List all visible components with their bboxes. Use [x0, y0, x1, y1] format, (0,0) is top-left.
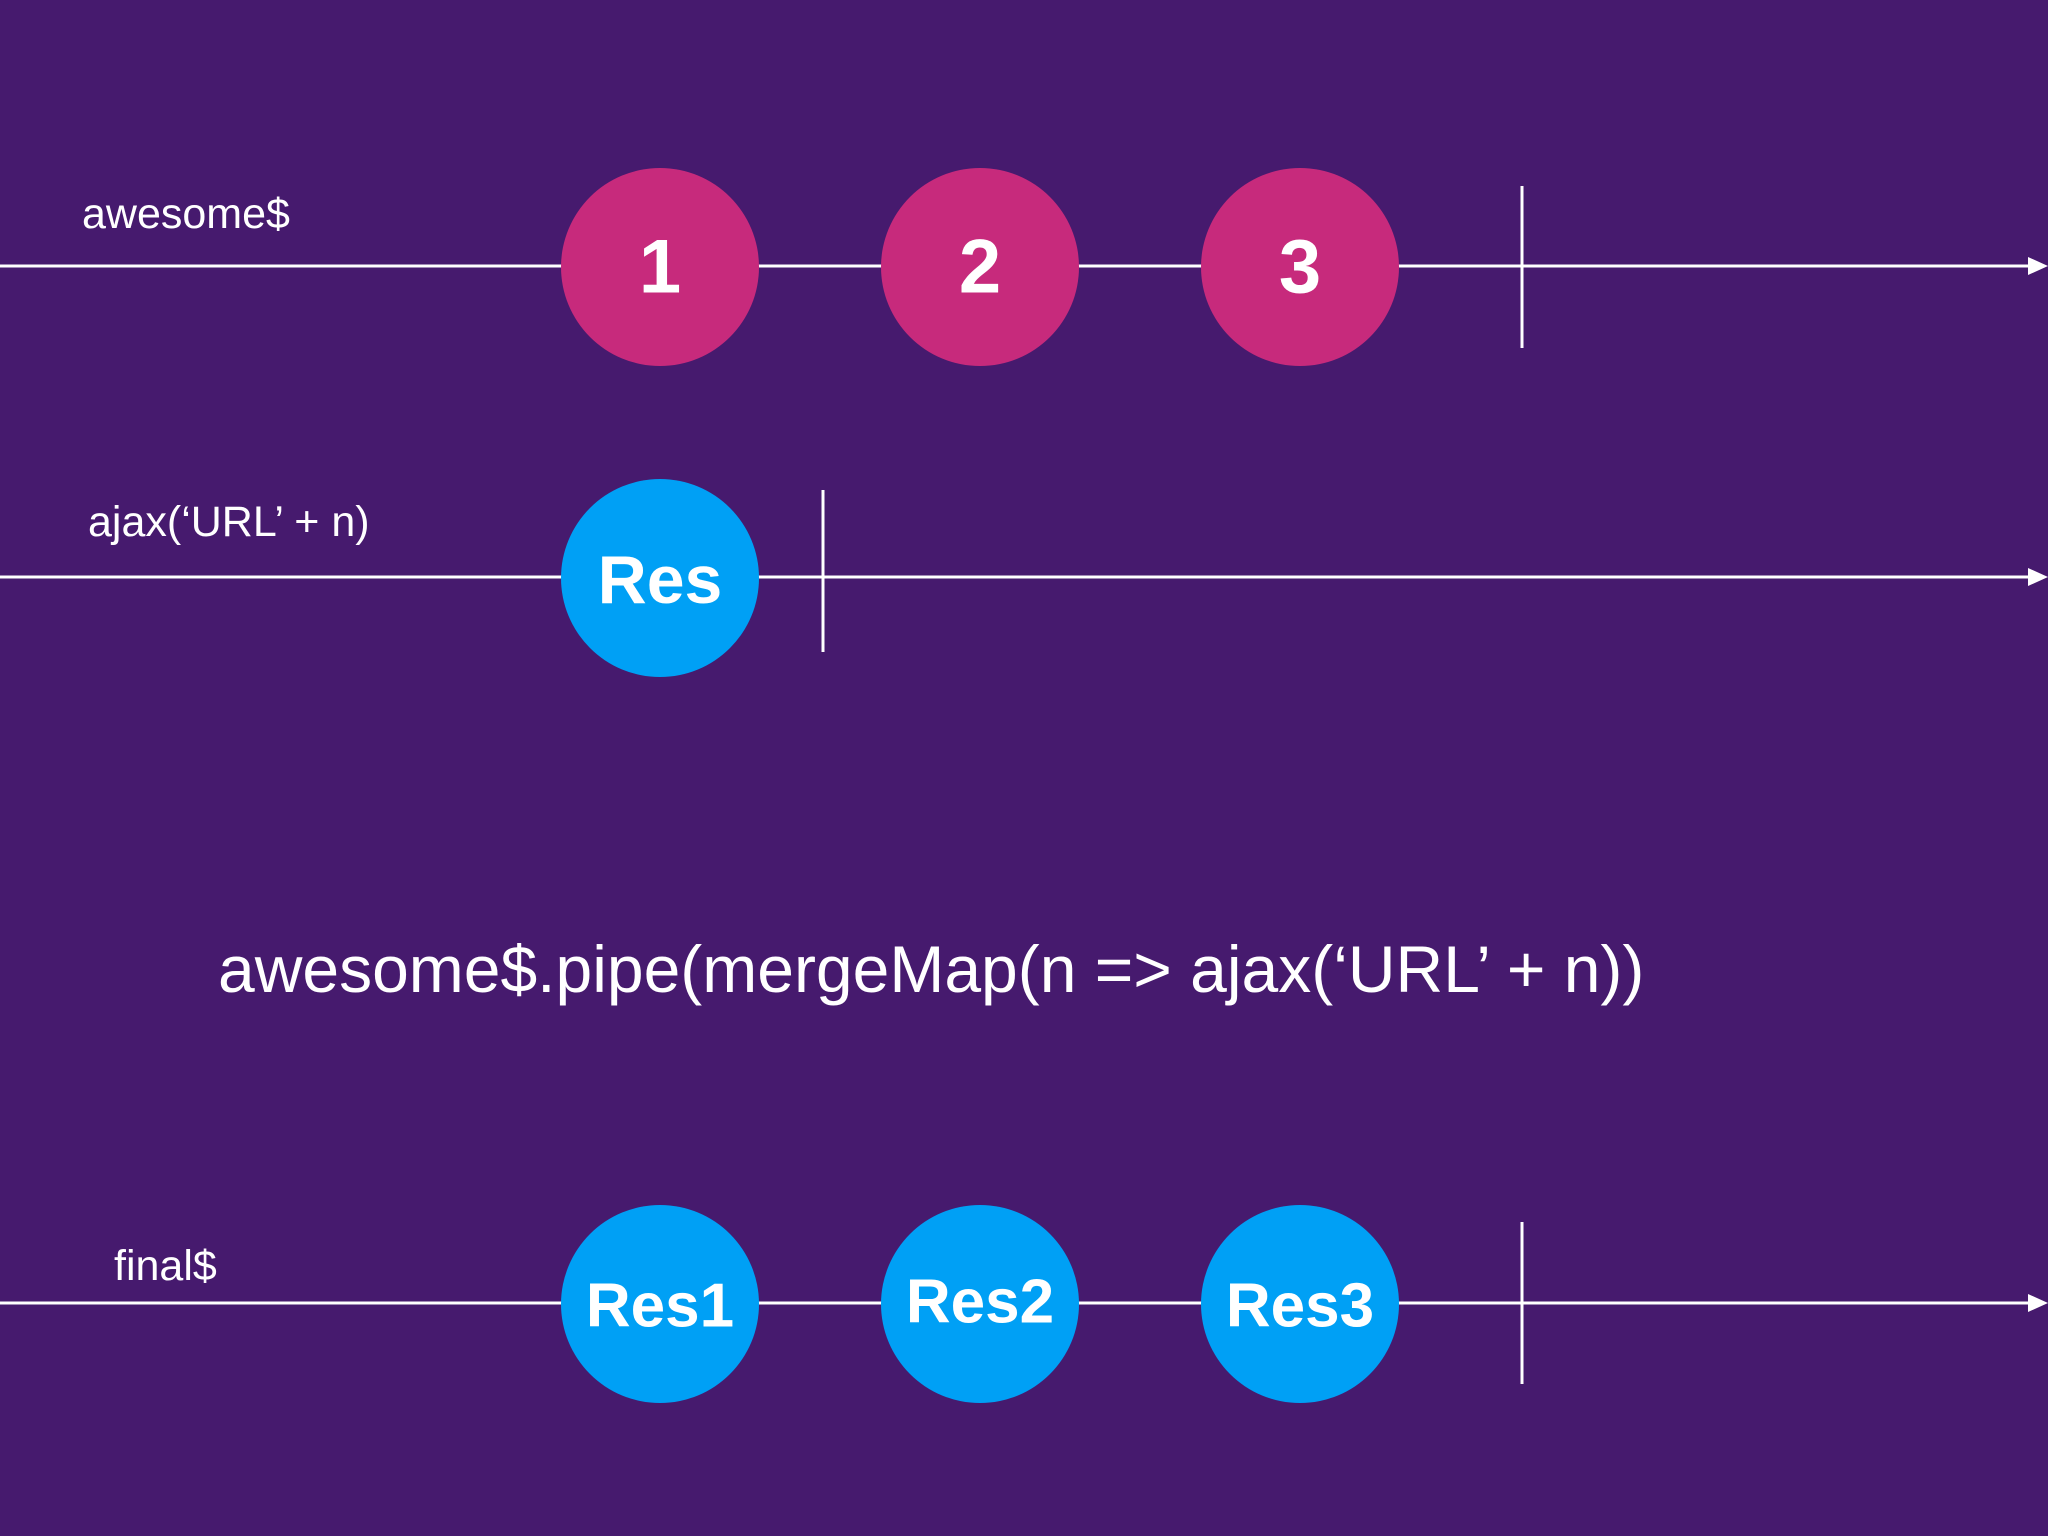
- marble-circle: [1201, 168, 1399, 366]
- marble-label: 2: [959, 225, 1001, 310]
- marble-label: 1: [639, 225, 681, 310]
- stream-label-final: final$: [114, 1242, 217, 1290]
- stream-final: final$ Res1 Res2 Res3: [0, 1205, 2048, 1403]
- arrow-head-icon: [2028, 257, 2048, 275]
- marble-label: 3: [1279, 225, 1321, 310]
- stream-label-ajax: ajax(‘URL’ + n): [88, 498, 370, 546]
- marble-circle: [561, 168, 759, 366]
- marble-res3: Res3: [1201, 1205, 1399, 1403]
- marble-res: Res: [561, 479, 759, 677]
- marble-circle: [561, 1205, 759, 1403]
- arrow-head-icon: [2028, 568, 2048, 586]
- marble-circle: [881, 168, 1079, 366]
- marble-circle: [881, 1205, 1079, 1403]
- stream-label-awesome: awesome$: [82, 190, 290, 238]
- marble-res2: Res2: [881, 1205, 1079, 1403]
- marble-label: Res1: [586, 1272, 734, 1341]
- marble-1: 1: [561, 168, 759, 366]
- operator-code: awesome$.pipe(mergeMap(n => ajax(‘URL’ +…: [218, 932, 1644, 1006]
- stream-ajax: ajax(‘URL’ + n) Res: [0, 479, 2048, 677]
- marble-label: Res3: [1226, 1272, 1374, 1341]
- marble-label: Res2: [906, 1268, 1054, 1337]
- marble-res1: Res1: [561, 1205, 759, 1403]
- marble-circle: [561, 479, 759, 677]
- stream-awesome: awesome$ 1 2 3: [0, 168, 2048, 366]
- marble-circle: [1201, 1205, 1399, 1403]
- marble-3: 3: [1201, 168, 1399, 366]
- marble-label: Res: [598, 542, 723, 618]
- arrow-head-icon: [2028, 1294, 2048, 1312]
- marble-2: 2: [881, 168, 1079, 366]
